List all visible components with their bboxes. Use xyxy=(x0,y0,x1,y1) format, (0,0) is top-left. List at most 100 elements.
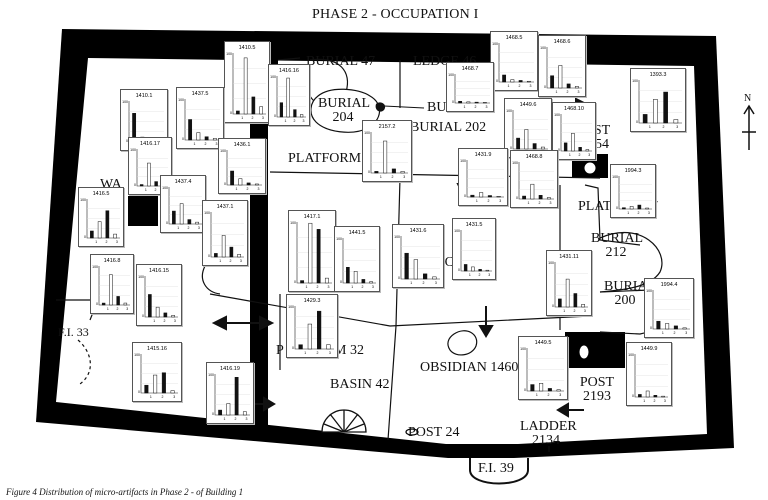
histogram-bar xyxy=(663,91,668,124)
histogram-bar xyxy=(487,195,492,198)
y-tick-label: 0 xyxy=(650,326,652,330)
sample-id-label: 1436.1 xyxy=(234,142,251,148)
histogram-bar xyxy=(300,114,304,118)
histogram-bar xyxy=(470,194,475,198)
x-tick-label: 1 xyxy=(219,259,221,263)
x-tick-label: 1 xyxy=(304,351,306,355)
x-tick-label: 3 xyxy=(173,395,175,399)
x-tick-label: 3 xyxy=(578,90,580,94)
x-tick-label: 2 xyxy=(317,285,319,289)
y-tick-label: 0 xyxy=(224,182,226,186)
histogram-bar xyxy=(154,181,158,187)
x-tick-label: 1 xyxy=(285,119,287,123)
histogram-bar xyxy=(243,57,248,115)
histogram-bar xyxy=(478,269,482,272)
x-tick-label: 2 xyxy=(205,142,207,146)
y-tick-label: 0 xyxy=(138,390,140,394)
sample-id-label: 1437.1 xyxy=(217,204,234,210)
west-curve xyxy=(201,265,221,295)
sample-id-label: 1994.4 xyxy=(661,282,678,288)
histogram-bar xyxy=(546,197,551,200)
x-tick-label: 2 xyxy=(117,307,119,311)
histogram-bar xyxy=(479,192,484,198)
x-tick-label: 1 xyxy=(107,307,109,311)
histogram-bar xyxy=(196,132,201,141)
histogram-bar xyxy=(346,267,350,284)
histogram-bar xyxy=(638,394,642,398)
y-tick-label: 100 xyxy=(454,229,460,233)
y-tick-label: 100 xyxy=(226,52,232,56)
x-tick-label: 3 xyxy=(126,307,128,311)
x-tick-label: 2 xyxy=(479,273,481,277)
histogram-bar xyxy=(188,119,193,141)
histogram-bar xyxy=(187,219,192,225)
x-tick-label: 1 xyxy=(306,285,308,289)
sample-id-label: 1410.5 xyxy=(239,45,256,51)
x-tick-label: 2 xyxy=(392,175,394,179)
x-tick-label: 1 xyxy=(476,199,478,203)
sample-id-label: 1416.5 xyxy=(93,191,110,197)
north-label: N xyxy=(744,93,752,104)
y-tick-label: 100 xyxy=(554,113,560,117)
x-tick-label: 1 xyxy=(150,395,152,399)
x-tick-label: 1 xyxy=(569,153,571,157)
y-tick-label: 0 xyxy=(458,268,460,272)
x-tick-label: 1 xyxy=(536,393,538,397)
histogram-bar xyxy=(540,146,545,150)
sample-id-label: 1468.5 xyxy=(506,35,523,41)
x-tick-label: 1 xyxy=(662,331,664,335)
x-tick-label: 3 xyxy=(550,201,552,205)
x-tick-label: 3 xyxy=(486,105,488,109)
x-tick-label: 3 xyxy=(488,273,490,277)
x-tick-label: 2 xyxy=(164,319,166,323)
y-tick-label: 100 xyxy=(460,159,466,163)
histogram-bar xyxy=(116,296,120,306)
sample-id-label: 1417.1 xyxy=(304,214,321,220)
histogram-bar xyxy=(578,147,582,152)
histogram-bar xyxy=(516,137,521,150)
y-tick-label: 0 xyxy=(558,148,560,152)
x-tick-label: 3 xyxy=(329,351,331,355)
label-basin-42: BASIN 42 xyxy=(330,377,390,392)
histogram-bar xyxy=(105,210,110,239)
x-tick-label: 2 xyxy=(155,188,157,192)
histogram-bar xyxy=(251,96,256,115)
histogram-bar xyxy=(161,372,166,394)
x-tick-label: 2 xyxy=(162,395,164,399)
histogram-bar xyxy=(113,233,117,239)
y-tick-label: 0 xyxy=(208,254,210,258)
x-tick-label: 2 xyxy=(654,399,656,403)
y-tick-label: 0 xyxy=(212,412,214,416)
x-tick-label: 1 xyxy=(194,142,196,146)
x-tick-label: 2 xyxy=(317,351,319,355)
histogram-bar xyxy=(645,390,650,398)
histogram-bar xyxy=(522,195,527,200)
y-tick-label: 0 xyxy=(496,79,498,83)
histogram-bar xyxy=(496,196,501,198)
burial212-outline xyxy=(599,232,663,293)
x-tick-label: 2 xyxy=(674,331,676,335)
x-tick-label: 1 xyxy=(153,319,155,323)
north-step-line xyxy=(277,57,301,61)
y-tick-label: 100 xyxy=(394,235,400,239)
x-tick-label: 2 xyxy=(423,281,425,285)
y-tick-label: 0 xyxy=(294,280,296,284)
west-wall-block xyxy=(128,196,158,226)
x-tick-label: 2 xyxy=(247,187,249,191)
histogram-bar xyxy=(526,80,531,83)
histogram-bar xyxy=(179,203,184,225)
x-tick-label: 1 xyxy=(469,273,471,277)
y-tick-label: 0 xyxy=(182,137,184,141)
y-tick-label: 100 xyxy=(336,237,342,241)
histogram-bar xyxy=(204,136,209,141)
histogram-bar xyxy=(571,132,575,152)
histogram-bar xyxy=(502,74,507,83)
